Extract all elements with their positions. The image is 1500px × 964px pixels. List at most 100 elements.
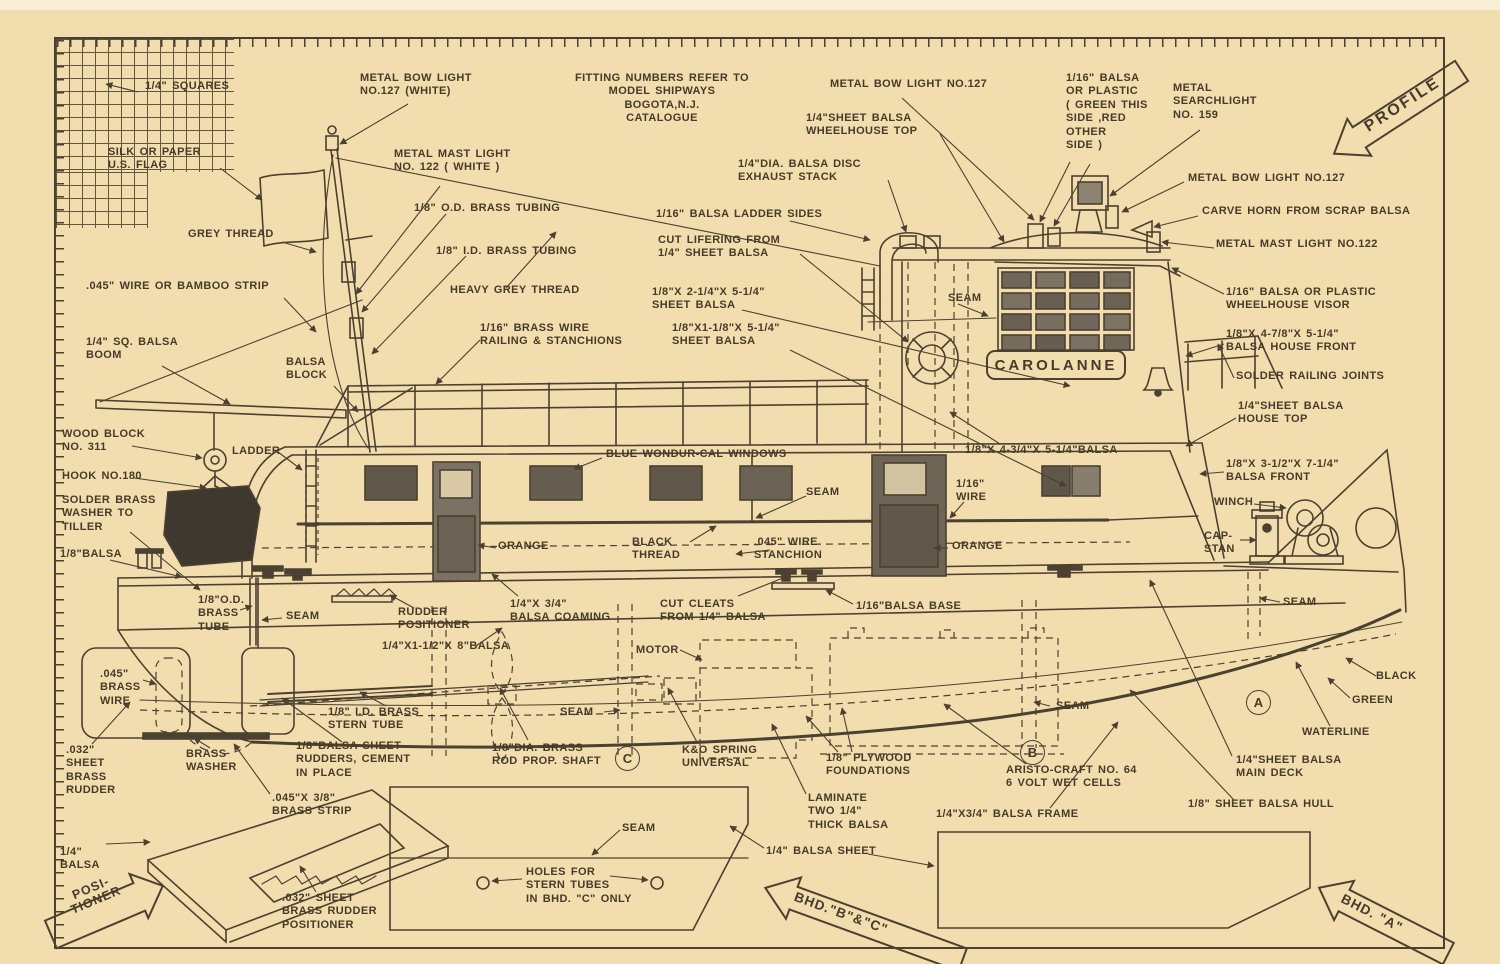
label-rudder-pos-032: .032" SHEET BRASS RUDDER POSITIONER [282, 892, 377, 931]
quarter-inch-grid [56, 39, 234, 172]
label-plywood: 1/8" PLYWOOD FOUNDATIONS [826, 752, 912, 778]
quarter-inch-grid-lower [56, 172, 148, 228]
label-hook-180: HOOK NO.180 [62, 470, 142, 482]
label-seam-wheelhouse: SEAM [948, 292, 982, 304]
label-main-deck: 1/4"SHEET BALSA MAIN DECK [1236, 754, 1342, 780]
label-balsa-frame: 1/4"X3/4" BALSA FRAME [936, 808, 1079, 820]
label-ladder: LADDER [232, 445, 281, 457]
label-balsa-base: 1/16"BALSA BASE [856, 600, 962, 612]
bhd-bc-arrow-icon [763, 875, 969, 964]
label-wheelhouse-top: 1/4"SHEET BALSA WHEELHOUSE TOP [806, 112, 918, 138]
label-railing: 1/16" BRASS WIRE RAILING & STANCHIONS [480, 322, 623, 348]
top-ruler-ticks [57, 39, 1443, 47]
label-rudder-positioner: RUDDER POSITIONER [398, 606, 470, 632]
label-carve-horn: CARVE HORN FROM SCRAP BALSA [1202, 205, 1411, 217]
label-exhaust-stack: 1/4"DIA. BALSA DISC EXHAUST STACK [738, 158, 861, 184]
label-seam-bow: SEAM [1283, 596, 1317, 608]
label-balsa-434: 1/8"X 4-3/4"X 5-1/4"BALSA [965, 444, 1118, 456]
label-ladder-sides: 1/16" BALSA LADDER SIDES [656, 208, 823, 220]
label-balsa-8: 1/4"X1-1/2"X 8"BALSA [382, 640, 510, 652]
label-grey-thread: GREY THREAD [188, 228, 274, 240]
label-rudders-cement: 1/8"BALSA SHEET RUDDERS, CEMENT IN PLACE [296, 740, 411, 779]
label-winch: WINCH [1214, 496, 1254, 508]
label-black-thread: BLACK THREAD [632, 536, 681, 562]
label-aristo: ARISTO-CRAFT NO. 64 6 VOLT WET CELLS [1006, 764, 1137, 790]
label-seam-stern: SEAM [286, 610, 320, 622]
label-orange-right: ORANGE [952, 540, 1003, 552]
bulkhead-marker-a: A [1246, 690, 1271, 715]
label-od-tubing: 1/8" O.D. BRASS TUBING [414, 202, 561, 214]
label-cut-lifering: CUT LIFERING FROM 1/4" SHEET BALSA [658, 234, 781, 260]
label-seam-batt: SEAM [1056, 700, 1090, 712]
label-visor: 1/16" BALSA OR PLASTIC WHEELHOUSE VISOR [1226, 286, 1377, 312]
boat-nameplate: CAROLANNE [986, 350, 1126, 380]
label-id-tubing: 1/8" I.D. BRASS TUBING [436, 245, 577, 257]
windows-doors [364, 271, 1131, 582]
label-heavy-grey: HEAVY GREY THREAD [450, 284, 580, 296]
label-searchlight: METAL SEARCHLIGHT NO. 159 [1173, 82, 1257, 121]
label-solder-joints: SOLDER RAILING JOINTS [1236, 370, 1385, 382]
label-green: GREEN [1352, 694, 1394, 706]
label-capstan: CAP- STAN [1204, 530, 1235, 556]
label-od-tube: 1/8"O.D. BRASS TUBE [198, 594, 245, 633]
positioner-arrow-icon [43, 872, 165, 950]
bhd-a-arrow-icon [1317, 879, 1456, 964]
left-ruler-ticks [56, 40, 64, 946]
scan-edge [0, 0, 1500, 10]
label-stanchion-045: .045" WIRE STANCHION [754, 536, 823, 562]
label-wood-block: WOOD BLOCK NO. 311 [62, 428, 146, 454]
label-quarter-balsa: 1/4" BALSA [60, 846, 100, 872]
label-seam-cabin: SEAM [806, 486, 840, 498]
label-bow-light-127-top: METAL BOW LIGHT NO.127 [830, 78, 988, 90]
hidden-lines [139, 262, 1397, 764]
label-silk-flag: SILK OR PAPER U.S. FLAG [108, 146, 201, 172]
label-balsa-hull: 1/8" SHEET BALSA HULL [1188, 798, 1335, 810]
bulkhead-marker-b: B [1020, 740, 1045, 765]
label-brass-washer: BRASS WASHER [186, 748, 237, 774]
label-black: BLACK [1376, 670, 1417, 682]
label-sheet-2q: 1/8"X 2-1/4"X 5-1/4" SHEET BALSA [652, 286, 765, 312]
label-seam-template: SEAM [622, 822, 656, 834]
label-house-top: 1/4"SHEET BALSA HOUSE TOP [1238, 400, 1344, 426]
label-balsa-18: 1/8"BALSA [60, 548, 122, 560]
label-balsa-sheet-14: 1/4" BALSA SHEET [766, 845, 877, 857]
label-rudder-032: .032" SHEET BRASS RUDDER [66, 744, 116, 797]
sheet-border [54, 37, 1445, 949]
label-laminate: LAMINATE TWO 1/4" THICK BALSA [808, 792, 889, 831]
label-mast-light-white: METAL MAST LIGHT NO. 122 ( WHITE ) [394, 148, 511, 174]
label-coaming: 1/4"X 3/4" BALSA COAMING [510, 598, 611, 624]
label-orange-left: ORANGE [498, 540, 549, 552]
label-bow-light-127-right: METAL BOW LIGHT NO.127 [1188, 172, 1346, 184]
label-mast-light-122: METAL MAST LIGHT NO.122 [1216, 238, 1378, 250]
label-ko-spring: K&O SPRING UNIVERSAL [682, 744, 758, 770]
profile-arrow-icon [1332, 59, 1470, 157]
label-balsa-green-red: 1/16" BALSA OR PLASTIC ( GREEN THIS SIDE… [1066, 72, 1148, 152]
label-prop-shaft: 1/8"DIA. BRASS ROD PROP. SHAFT [492, 742, 602, 768]
label-motor: MOTOR [636, 644, 679, 656]
label-waterline: WATERLINE [1302, 726, 1370, 738]
label-wondur-cal: BLUE WONDUR-CAL WINDOWS [606, 448, 787, 460]
label-brass-strip: .045"X 3/8" BRASS STRIP [272, 792, 352, 818]
bulkhead-marker-c: C [615, 746, 640, 771]
label-sheet-118: 1/8"X1-1/8"X 5-1/4" SHEET BALSA [672, 322, 780, 348]
label-boom: 1/4" SQ. BALSA BOOM [86, 336, 179, 362]
label-solder-washer: SOLDER BRASS WASHER TO TILLER [62, 494, 156, 533]
hull-structure [81, 125, 1407, 944]
label-metal-bow-light-white: METAL BOW LIGHT NO.127 (WHITE) [360, 72, 472, 98]
leader-lines [91, 82, 1377, 893]
label-wire-116: 1/16" WIRE [956, 478, 987, 504]
label-stern-tube: 1/8" I.D. BRASS STERN TUBE [328, 706, 420, 732]
label-fitting-numbers: FITTING NUMBERS REFER TO MODEL SHIPWAYS … [574, 72, 749, 125]
label-wire-bamboo: .045" WIRE OR BAMBOO STRIP [86, 280, 269, 292]
label-balsa-front-312: 1/8"X 3-1/2"X 7-1/4" BALSA FRONT [1226, 458, 1339, 484]
wheelhouse-window-grid [1001, 271, 1131, 351]
label-seam-keel: SEAM [560, 706, 594, 718]
label-quarter-squares: 1/4" SQUARES [145, 80, 230, 92]
arrow-banners [43, 59, 1470, 964]
label-wire-045: .045" BRASS WIRE [100, 668, 141, 707]
label-holes-stern: HOLES FOR STERN TUBES IN BHD. "C" ONLY [526, 866, 632, 905]
label-house-front-478: 1/8"X 4-7/8"X 5-1/4" BALSA HOUSE FRONT [1226, 328, 1357, 354]
label-cut-cleats: CUT CLEATS FROM 1/4" BALSA [660, 598, 766, 624]
